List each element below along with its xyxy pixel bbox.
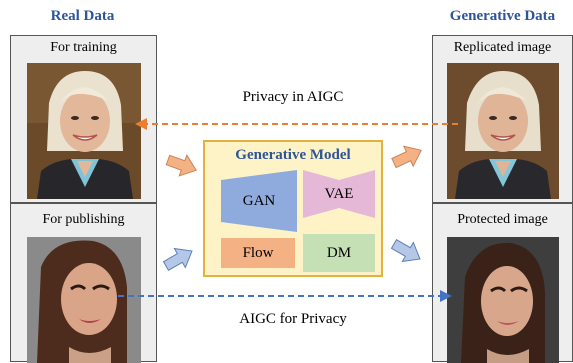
protected-face-photo (447, 237, 559, 363)
replicated-face-photo (447, 63, 559, 199)
vae-label: VAE (324, 185, 354, 202)
protected-label: Protected image (457, 212, 548, 227)
vae-block: VAE (303, 170, 375, 218)
aigc-for-privacy-label: AIGC for Privacy (239, 311, 347, 327)
generative-model-title: Generative Model (235, 147, 351, 163)
replicated-panel: Replicated image (432, 35, 573, 203)
dm-label: DM (326, 244, 352, 261)
gan-trapezoid-shape (221, 170, 297, 232)
model-to-protected-arrow (390, 238, 421, 263)
vae-bowtie-shape (303, 170, 375, 218)
training-face-photo (27, 63, 141, 199)
model-to-replicated-arrow (391, 145, 422, 169)
gan-label: GAN (242, 192, 276, 209)
flow-block: Flow (221, 238, 295, 268)
dm-block: DM (303, 234, 375, 272)
flow-label: Flow (242, 244, 274, 261)
training-to-model-arrow (165, 153, 197, 177)
generative-model-box: Generative Model GAN VAE Flow DM (203, 140, 383, 277)
publishing-face-photo (27, 237, 141, 363)
publishing-to-model-arrow (162, 247, 193, 272)
privacy-in-aigc-label: Privacy in AIGC (242, 89, 344, 105)
training-label: For training (50, 40, 117, 55)
gan-block: GAN (221, 170, 297, 232)
generative-data-heading: Generative Data (449, 8, 556, 24)
training-panel: For training (10, 35, 157, 203)
publishing-panel: For publishing (10, 203, 157, 363)
replicated-label: Replicated image (453, 40, 552, 55)
real-data-heading: Real Data (50, 8, 115, 24)
publishing-label: For publishing (42, 212, 125, 227)
protected-panel: Protected image (432, 203, 573, 363)
